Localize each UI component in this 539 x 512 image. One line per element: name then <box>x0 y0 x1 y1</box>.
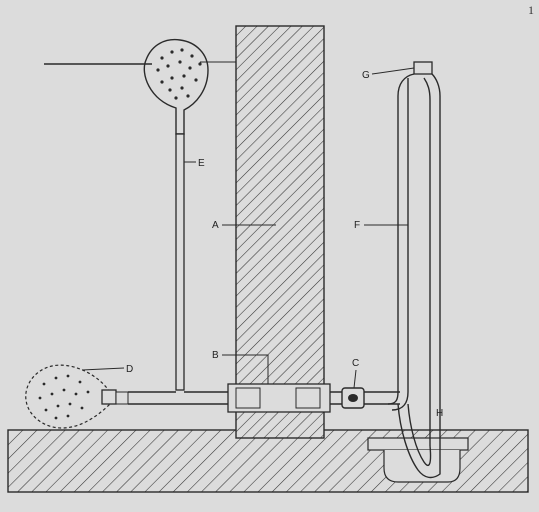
svg-text:A: A <box>212 220 219 231</box>
upper-bulb <box>143 38 209 135</box>
svg-text:B: B <box>212 350 219 361</box>
pipe-e <box>175 133 185 391</box>
label-f: F <box>354 220 408 231</box>
main-pipe <box>128 383 400 413</box>
wall-a <box>235 25 325 439</box>
page-number: 1 <box>528 3 534 17</box>
valve-c <box>341 387 365 409</box>
floor <box>7 429 529 493</box>
u-tube-f <box>387 61 441 479</box>
lower-bulb-d <box>25 364 129 429</box>
label-b: B <box>212 350 269 384</box>
label-h: H <box>436 408 443 440</box>
svg-text:C: C <box>352 358 359 369</box>
svg-text:E: E <box>198 158 205 169</box>
svg-text:D: D <box>126 364 133 375</box>
label-c: C <box>352 358 359 389</box>
label-d: D <box>81 364 133 375</box>
label-g: G <box>362 67 415 81</box>
svg-text:G: G <box>362 70 370 81</box>
svg-text:H: H <box>436 408 443 419</box>
label-a: A <box>212 220 276 231</box>
svg-text:F: F <box>354 220 360 231</box>
label-e: E <box>184 158 205 169</box>
